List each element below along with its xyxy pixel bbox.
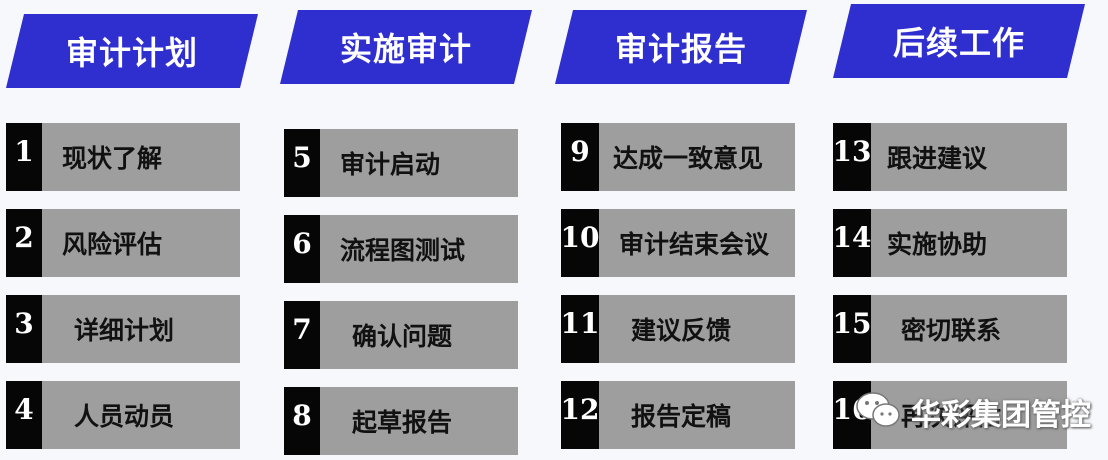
phase-header-2: 实施审计 xyxy=(280,10,532,84)
phase-header-1: 审计计划 xyxy=(6,14,258,88)
watermark: 华彩集团管控 xyxy=(855,388,1091,436)
step-number: 2 xyxy=(6,209,42,277)
step-10: 10 审计结束会议 xyxy=(561,209,795,277)
step-label: 现状了解 xyxy=(62,144,163,173)
phase-header-4: 后续工作 xyxy=(833,4,1085,78)
step-number: 9 xyxy=(561,123,599,191)
step-label: 再次评估 xyxy=(901,402,1002,431)
step-label: 详细计划 xyxy=(74,316,175,345)
step-number: 13 xyxy=(833,123,871,191)
step-12: 12 报告定稿 xyxy=(561,381,795,449)
watermark-text: 华彩集团管控 xyxy=(911,398,1091,433)
wechat-icon xyxy=(855,390,901,434)
step-label: 风险评估 xyxy=(62,230,163,259)
step-number: 11 xyxy=(561,295,599,363)
phase-header-3: 审计报告 xyxy=(555,10,807,84)
step-number: 3 xyxy=(6,295,42,363)
step-label: 审计结束会议 xyxy=(619,230,770,259)
phase-title: 审计报告 xyxy=(614,30,747,68)
step-3: 3 详细计划 xyxy=(6,295,240,363)
step-label: 达成一致意见 xyxy=(613,144,764,173)
step-14: 14 实施协助 xyxy=(833,209,1067,277)
step-label: 跟进建议 xyxy=(887,144,988,173)
step-2: 2 风险评估 xyxy=(6,209,240,277)
step-4: 4 人员动员 xyxy=(6,381,240,449)
step-number: 5 xyxy=(284,129,320,197)
step-6: 6 流程图测试 xyxy=(284,215,518,283)
step-number: 7 xyxy=(284,301,320,369)
step-number: 1 xyxy=(6,123,42,191)
step-number: 4 xyxy=(6,381,42,449)
step-number: 10 xyxy=(561,209,599,277)
step-number: 6 xyxy=(284,215,320,283)
step-8: 8 起草报告 xyxy=(284,387,518,455)
step-label: 实施协助 xyxy=(887,230,988,259)
step-label: 审计启动 xyxy=(340,150,441,179)
step-1: 1 现状了解 xyxy=(6,123,240,191)
step-label: 起草报告 xyxy=(352,408,453,437)
step-5: 5 审计启动 xyxy=(284,129,518,197)
step-label: 建议反馈 xyxy=(631,316,732,345)
step-label: 报告定稿 xyxy=(631,402,732,431)
step-label: 密切联系 xyxy=(901,316,1002,345)
step-label: 人员动员 xyxy=(74,402,175,431)
step-label: 流程图测试 xyxy=(340,236,466,265)
step-number: 8 xyxy=(284,387,320,455)
step-7: 7 确认问题 xyxy=(284,301,518,369)
phase-title: 后续工作 xyxy=(892,24,1025,62)
step-label: 确认问题 xyxy=(352,322,453,351)
phase-title: 审计计划 xyxy=(65,34,198,72)
step-number: 12 xyxy=(561,381,599,449)
step-15: 15 密切联系 xyxy=(833,295,1067,363)
step-9: 9 达成一致意见 xyxy=(561,123,795,191)
phase-title: 实施审计 xyxy=(339,30,472,68)
step-13: 13 跟进建议 xyxy=(833,123,1067,191)
step-number: 15 xyxy=(833,295,871,363)
step-number: 14 xyxy=(833,209,871,277)
step-11: 11 建议反馈 xyxy=(561,295,795,363)
